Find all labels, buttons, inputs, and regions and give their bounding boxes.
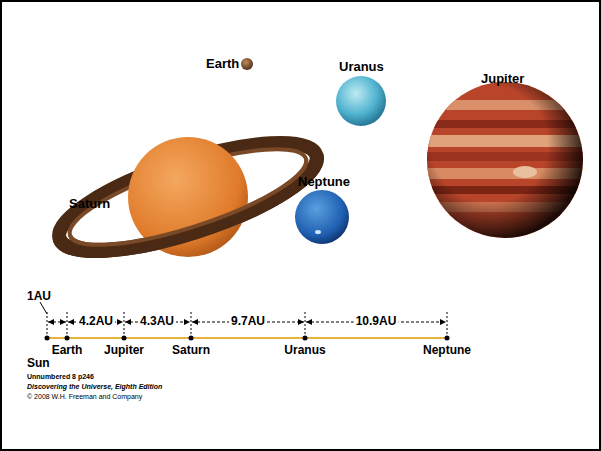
distance-label: 4.3AU xyxy=(138,315,176,328)
planet-name: Neptune xyxy=(298,175,350,189)
distance-scale xyxy=(40,302,450,341)
scale-point: Sun xyxy=(27,357,50,370)
distance-label: 10.9AU xyxy=(354,315,399,328)
neptune-planet xyxy=(295,190,349,244)
distance-label: 1AU xyxy=(27,290,51,303)
scale-point: Uranus xyxy=(284,344,325,357)
planet-name: Earth xyxy=(206,57,239,71)
credit-line: Discovering the Universe, Eighth Edition xyxy=(27,383,162,391)
distance-label: 9.7AU xyxy=(229,315,267,328)
leader-line xyxy=(40,302,47,314)
neptune-spot xyxy=(315,230,321,234)
planet-name: Saturn xyxy=(69,197,110,211)
saturn-rings-front xyxy=(48,121,327,273)
earth-planet xyxy=(241,58,253,70)
uranus-planet xyxy=(336,76,386,126)
distance-label: 4.2AU xyxy=(77,315,115,328)
credit-line: © 2008 W.H. Freeman and Company xyxy=(27,393,142,401)
scale-point: Earth xyxy=(52,344,83,357)
credit-line: Unnumbered 8 p246 xyxy=(27,373,94,381)
scale-point: Jupiter xyxy=(104,344,144,357)
jupiter-planet xyxy=(427,82,583,238)
planet-name: Jupiter xyxy=(481,72,524,86)
saturn-rings xyxy=(48,121,327,273)
scale-point: Saturn xyxy=(172,344,210,357)
scale-point: Neptune xyxy=(423,344,471,357)
planet-name: Uranus xyxy=(339,60,384,74)
